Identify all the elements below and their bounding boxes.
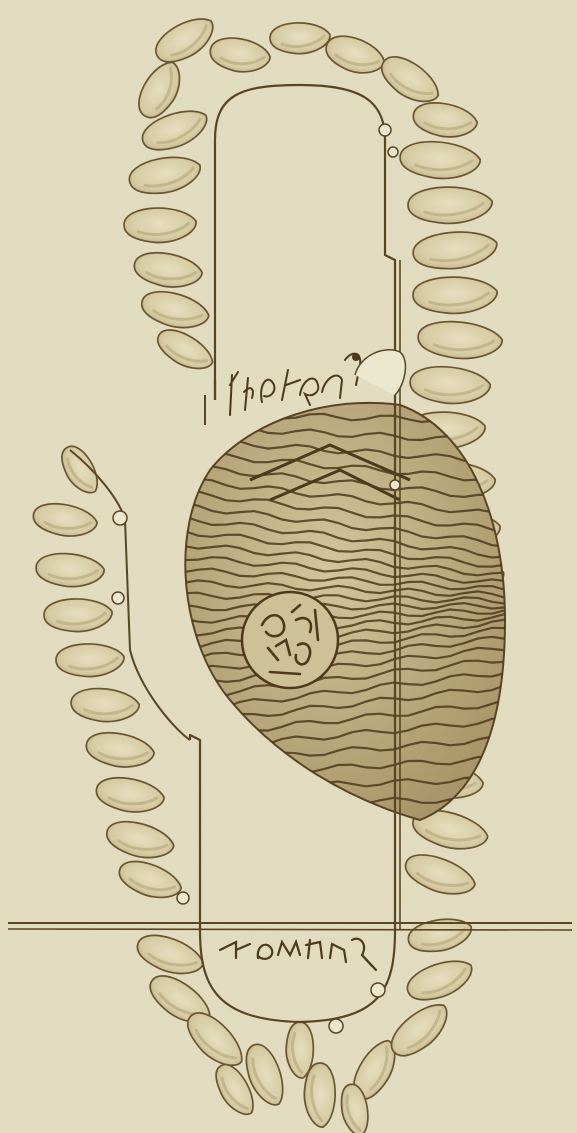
central-roundel: [242, 592, 338, 688]
